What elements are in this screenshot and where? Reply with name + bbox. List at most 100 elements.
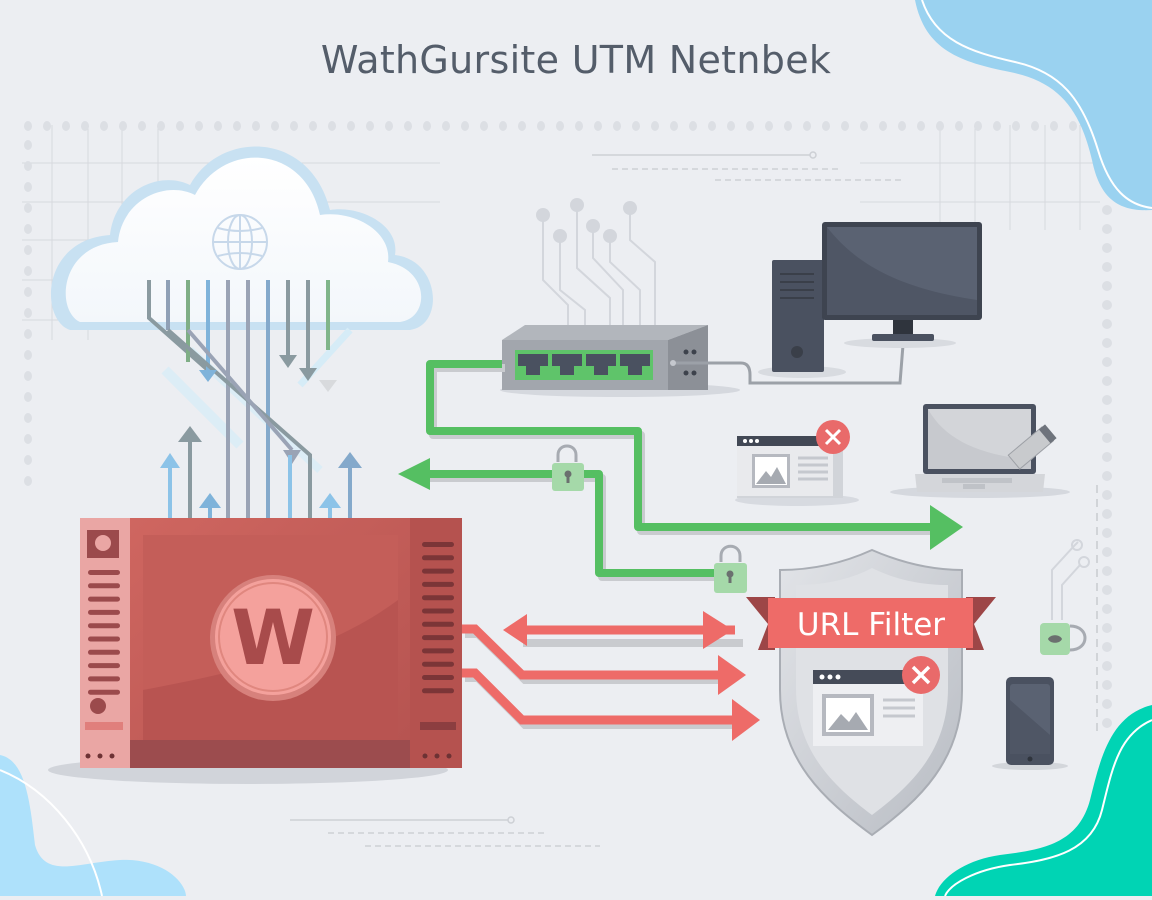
border-dot xyxy=(917,121,925,131)
dot-border-left xyxy=(24,140,32,486)
border-dot xyxy=(442,121,450,131)
vent-slot xyxy=(88,663,120,669)
border-dot xyxy=(119,121,127,131)
brand-badge: W xyxy=(210,575,336,701)
vent-slot xyxy=(88,623,120,629)
vent-slots-right xyxy=(422,542,454,694)
border-dot xyxy=(385,121,393,131)
border-dot xyxy=(1102,357,1112,367)
vent-slot xyxy=(88,636,120,642)
border-dot xyxy=(423,121,431,131)
border-dot xyxy=(803,121,811,131)
arrow-to-laptop xyxy=(930,505,963,550)
border-dot xyxy=(62,121,70,131)
border-dot xyxy=(24,203,32,213)
arrow-right-head xyxy=(703,611,733,649)
vent-slot xyxy=(422,595,454,601)
vent-slot xyxy=(422,568,454,574)
border-dot xyxy=(1102,319,1112,329)
internet-cloud xyxy=(50,146,433,330)
vent-slot xyxy=(88,609,120,615)
arrow-left-head xyxy=(503,614,527,646)
border-dot xyxy=(1102,262,1112,272)
border-dot xyxy=(1102,604,1112,614)
switch-port xyxy=(518,354,548,375)
border-dot xyxy=(613,121,621,131)
border-dot xyxy=(461,121,469,131)
border-dot xyxy=(1102,376,1112,386)
lock-icon xyxy=(552,444,584,491)
brand-badge-letter: W xyxy=(231,593,315,682)
traffic-arrowheads xyxy=(199,355,337,464)
desktop-computer xyxy=(670,222,982,385)
border-dot xyxy=(290,121,298,131)
border-dot xyxy=(537,121,545,131)
border-dot xyxy=(1102,471,1112,481)
border-dot xyxy=(214,121,222,131)
border-dot xyxy=(898,121,906,131)
border-dot xyxy=(347,121,355,131)
globe-icon xyxy=(212,214,268,270)
border-dot xyxy=(708,121,716,131)
border-dot xyxy=(1102,433,1112,443)
border-dot xyxy=(195,121,203,131)
border-dot xyxy=(24,140,32,150)
border-dot xyxy=(632,121,640,131)
border-dot xyxy=(1102,680,1112,690)
border-dot xyxy=(955,121,963,131)
decor-dashes-top xyxy=(592,151,905,181)
border-dot xyxy=(176,121,184,131)
switch-port xyxy=(620,354,650,375)
border-dot xyxy=(1050,121,1058,131)
border-dot xyxy=(24,329,32,339)
blocked-webpage xyxy=(735,420,859,506)
border-dot xyxy=(936,121,944,131)
border-dot xyxy=(1102,300,1112,310)
vent-slot xyxy=(88,596,120,602)
border-dot xyxy=(24,245,32,255)
border-dot xyxy=(594,121,602,131)
dot-border-right xyxy=(1102,205,1112,728)
border-dot xyxy=(24,371,32,381)
laptop xyxy=(890,404,1070,498)
border-dot xyxy=(24,287,32,297)
border-dot xyxy=(24,182,32,192)
border-dot xyxy=(746,121,754,131)
page-title: WathGursite UTM Netnbek xyxy=(320,38,832,82)
vent-slot xyxy=(88,570,120,575)
dot-border-top xyxy=(24,121,1077,131)
border-dot xyxy=(24,121,32,131)
decor-dashes-bottom xyxy=(290,816,600,847)
border-dot xyxy=(1102,281,1112,291)
vent-slot xyxy=(88,689,120,695)
usb-dongle xyxy=(1007,424,1057,470)
border-dot xyxy=(841,121,849,131)
border-dot xyxy=(651,121,659,131)
red-filter-arrows xyxy=(462,611,760,741)
lock-decor-right xyxy=(1040,539,1090,655)
border-dot xyxy=(1102,718,1112,728)
border-dot xyxy=(727,121,735,131)
border-dot xyxy=(1031,121,1039,131)
border-dot xyxy=(24,392,32,402)
border-dot xyxy=(157,121,165,131)
border-dot xyxy=(1069,121,1077,131)
blob-bottom-left xyxy=(0,755,186,897)
border-dot xyxy=(309,121,317,131)
border-dot xyxy=(24,455,32,465)
vent-slot xyxy=(422,661,454,667)
border-dot xyxy=(1102,661,1112,671)
border-dot xyxy=(480,121,488,131)
border-dot xyxy=(1102,205,1112,215)
border-dot xyxy=(556,121,564,131)
vent-slot xyxy=(422,675,454,680)
border-dot xyxy=(328,121,336,131)
border-dot xyxy=(1102,509,1112,519)
vent-slot xyxy=(422,608,454,614)
border-dot xyxy=(24,308,32,318)
vent-slot xyxy=(422,542,454,547)
border-dot xyxy=(1102,642,1112,652)
border-dot xyxy=(1012,121,1020,131)
border-dot xyxy=(765,121,773,131)
